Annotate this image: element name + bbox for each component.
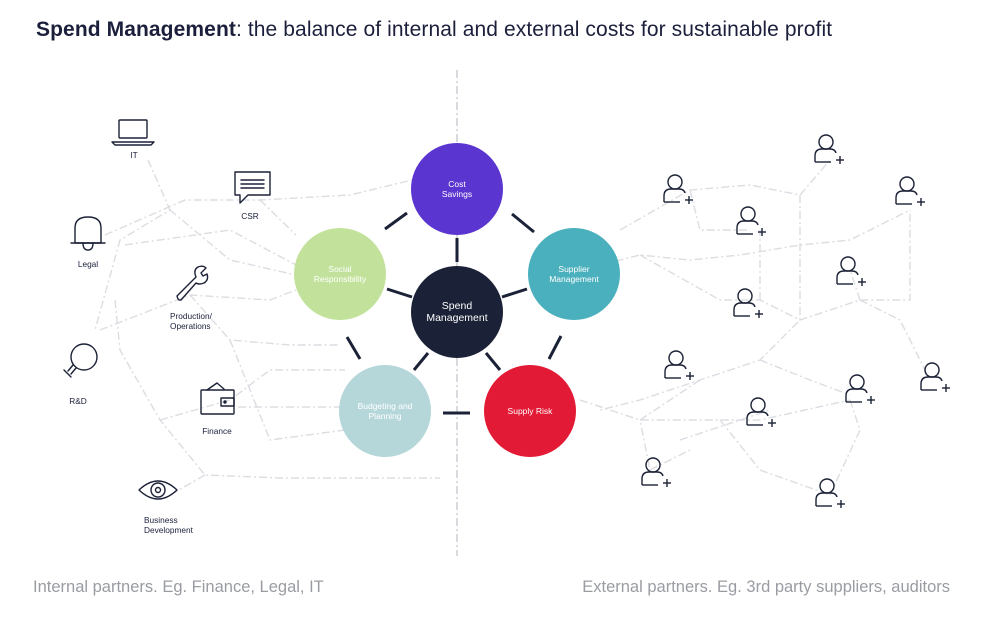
title-bold: Spend Management — [36, 18, 236, 41]
add-user-icon — [736, 206, 767, 237]
social-responsibility-circle — [294, 228, 386, 320]
add-user-icon — [664, 350, 695, 381]
page-title: Spend Management: the balance of interna… — [36, 18, 832, 42]
it-label: IT — [130, 150, 138, 160]
external-partners-caption: External partners. Eg. 3rd party supplie… — [582, 578, 950, 596]
finance-label: Finance — [202, 426, 232, 436]
add-user-icon — [746, 397, 777, 428]
lightbulb-icon — [63, 343, 98, 378]
supply-risk-circle — [484, 365, 576, 457]
spend-management-label: Spend Management — [426, 300, 488, 324]
add-user-icon — [733, 288, 764, 319]
budgeting-planning-label: Budgeting and Planning — [357, 401, 413, 421]
cost-savings-label: Cost Savings — [441, 179, 473, 199]
spend-management-circle — [411, 266, 503, 358]
external-users — [641, 134, 951, 509]
budgeting-planning-circle — [339, 365, 431, 457]
add-user-icon — [845, 374, 876, 405]
add-user-icon — [663, 174, 694, 205]
pentagon-edges — [345, 211, 563, 415]
cost-savings-circle — [411, 143, 503, 235]
wallet-icon — [200, 382, 235, 415]
laptop-icon — [111, 119, 155, 146]
internal-partners-caption: Internal partners. Eg. Finance, Legal, I… — [33, 578, 324, 596]
social-responsibility-label: Social Responsibility — [313, 264, 367, 284]
external-network-lines — [579, 159, 931, 496]
add-user-icon — [895, 176, 926, 207]
wrench-icon — [176, 265, 209, 301]
business-development-label: Business Development — [144, 515, 193, 535]
rd-label: R&D — [69, 396, 87, 406]
bell-icon — [70, 216, 106, 251]
supplier-management-label: Supplier Management — [549, 264, 599, 284]
add-user-icon — [920, 362, 951, 393]
add-user-icon — [814, 134, 845, 165]
add-user-icon — [836, 256, 867, 287]
csr-label: CSR — [241, 211, 259, 221]
hub-spokes — [386, 238, 528, 371]
supply-risk-label: Supply Risk — [507, 406, 553, 416]
legal-label: Legal — [77, 259, 99, 269]
chat-icon — [234, 171, 271, 204]
production-operations-label: Production/ Operations — [170, 311, 212, 331]
add-user-icon — [815, 478, 846, 509]
title-rest: : the balance of internal and external c… — [235, 18, 833, 41]
eye-icon — [138, 480, 178, 500]
supplier-management-circle — [528, 228, 620, 320]
